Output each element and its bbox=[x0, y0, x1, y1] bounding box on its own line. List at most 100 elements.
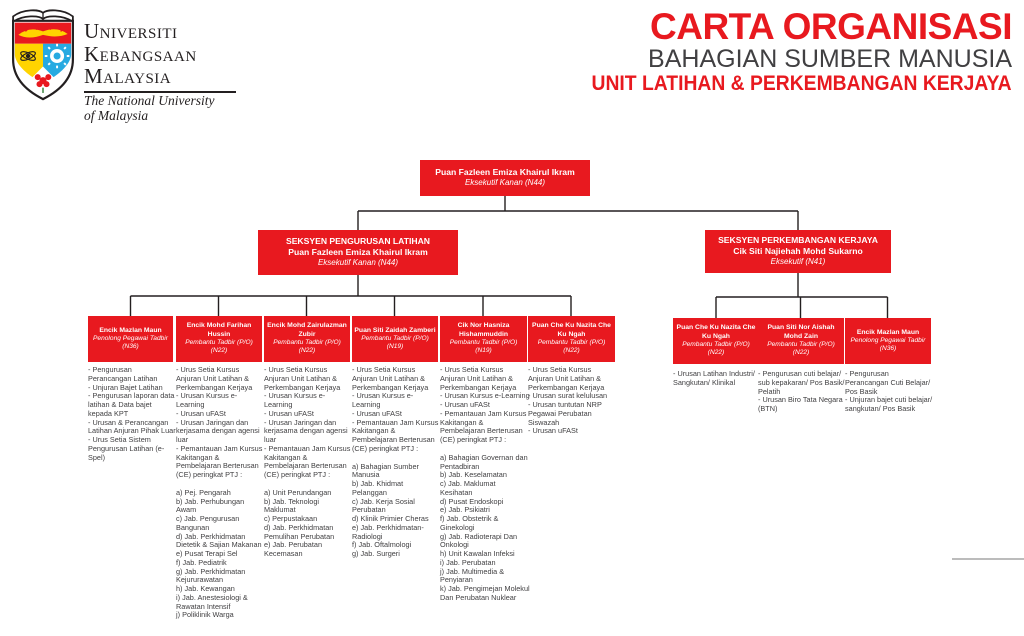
staff-grade: (N22) bbox=[707, 349, 725, 357]
staff-duties: - Urusan Latihan Industri/ Sangkutan/ Kl… bbox=[673, 369, 759, 388]
duty-item: - Pengurusan laporan data latihan & Data… bbox=[88, 391, 175, 418]
staff-name: Encik Mazlan Maun bbox=[99, 326, 162, 334]
staff-name: Encik Mohd Farihan Hussin bbox=[186, 322, 252, 338]
root-box: Puan Fazleen Emiza Khairul Ikram Eksekut… bbox=[420, 160, 590, 196]
duty-item: a) Unit Perundangan bbox=[264, 487, 332, 497]
duty-item: a) Bahagian Sumber Manusia bbox=[352, 461, 419, 480]
duty-item: e) Jab. Psikiatri bbox=[440, 505, 490, 515]
duty-item: - Pengurusan Perancangan Latihan bbox=[88, 365, 158, 383]
duty-item: i) Jab. Anestesiologi & Rawatan Intensif bbox=[176, 592, 248, 611]
root-role: Eksekutif Kanan (N44) bbox=[464, 178, 546, 188]
duty-item: i) Jab. Perubatan bbox=[440, 557, 496, 567]
staff-box-siti-zaidah: Puan Siti Zaidah Zamberi Pembantu Tadbir… bbox=[352, 316, 438, 362]
section-title: SEKSYEN PERKEMBANGAN KERJAYA bbox=[718, 235, 878, 246]
duty-item: b) Jab. Keselamatan bbox=[440, 470, 507, 480]
duty-item: - Urusan uFASt bbox=[264, 408, 314, 418]
duty-item: f) Jab. Oftalmologi bbox=[352, 540, 412, 550]
duty-item: c) Jab. Pengurusan Bangunan bbox=[176, 514, 240, 532]
staff-duties: - Urus Setia Kursus Anjuran Unit Latihan… bbox=[264, 365, 352, 559]
duty-item: c) Jab. Maklumat Kesihatan bbox=[440, 479, 496, 497]
staff-duties: - Pengurusan Perancangan Latihan- Unjura… bbox=[88, 365, 176, 462]
duty-item: k) Jab. Pengimejan Molekul Dan Perubatan… bbox=[440, 584, 530, 602]
duty-item: b) Jab. Perhubungan Awam bbox=[176, 496, 245, 515]
duty-item: a) Bahagian Governan dan Pentadbiran bbox=[440, 452, 528, 471]
page-title-block: CARTA ORGANISASI BAHAGIAN SUMBER MANUSIA… bbox=[555, 8, 1013, 95]
page-subtitle: BAHAGIAN SUMBER MANUSIA bbox=[648, 45, 1012, 73]
university-name-line: Kebangsaan bbox=[84, 41, 197, 66]
staff-grade: (N36) bbox=[122, 343, 139, 351]
duty-item: - Urusan uFASt bbox=[528, 426, 578, 436]
duty-item: - Urusan Kursus e-Learning bbox=[176, 391, 238, 409]
staff-role: Pembantu Tadbir (P/O) bbox=[361, 335, 429, 342]
duty-item: d) Jab. Perkhidmatan Pemulihan Perubatan bbox=[264, 522, 335, 541]
staff-grade: (N22) bbox=[298, 347, 316, 355]
duty-item: j) Poliklinik Warga bbox=[176, 610, 234, 620]
staff-duties: - Urus Setia Kursus Anjuran Unit Latihan… bbox=[528, 365, 618, 436]
duty-item: d) Jab. Perkhidmatan Dietetik & Sajian M… bbox=[176, 531, 262, 550]
staff-name: Puan Siti Nor Aishah Mohd Zain bbox=[767, 324, 835, 340]
staff-grade: (N36) bbox=[879, 345, 897, 353]
section-head-name: Puan Fazleen Emiza Khairul Ikram bbox=[288, 247, 428, 258]
duty-item: - Pemantauan Jam Kursus Kakitangan & Pem… bbox=[264, 443, 351, 479]
duty-item: - Urusan Kursus e-Learning bbox=[440, 391, 530, 401]
duty-item: - Urus Setia Kursus Anjuran Unit Latihan… bbox=[352, 365, 429, 392]
duty-item: - Pengurusan cuti belajar/ sub kepakaran… bbox=[758, 369, 845, 396]
university-name-line: Universiti bbox=[84, 19, 178, 43]
duty-item: g) Jab. Radioterapi Dan Onkologi bbox=[440, 531, 518, 550]
duty-item: - Urusan uFASt bbox=[176, 408, 226, 418]
duty-item: - Urus Setia Kursus Anjuran Unit Latihan… bbox=[176, 365, 253, 392]
section-box-perkembangan-kerjaya: SEKSYEN PERKEMBANGAN KERJAYA Cik Siti Na… bbox=[705, 230, 891, 273]
staff-role: Pembantu Tadbir (P/O) bbox=[185, 339, 253, 347]
staff-name: Puan Che Ku Nazita Che Ku Ngah bbox=[532, 322, 611, 338]
duty-item: - Urusan & Perancangan Latihan Anjuran P… bbox=[88, 417, 176, 436]
duty-item: - Urus Setia Sistem Pengurusan Latihan (… bbox=[88, 435, 165, 462]
section-title: SEKSYEN PENGURUSAN LATIHAN bbox=[285, 236, 431, 247]
staff-role: Pembantu Tadbir (P/O) bbox=[449, 339, 518, 347]
duty-item: e) Jab. Perubatan Kecemasan bbox=[264, 540, 323, 558]
duty-item: e) Pusat Terapi Sel bbox=[176, 549, 238, 558]
duty-item: d) Pusat Endoskopi bbox=[440, 496, 504, 506]
staff-name: Puan Siti Zaidah Zamberi bbox=[354, 326, 436, 334]
duty-item: - Urusan Biro Tata Negara (BTN) bbox=[758, 395, 843, 413]
staff-grade: (N19) bbox=[475, 347, 492, 355]
staff-box-cheku-nazita-latihan: Puan Che Ku Nazita Che Ku Ngah Pembantu … bbox=[528, 316, 615, 362]
section-head-role: Eksekutif Kanan (N44) bbox=[317, 258, 399, 268]
staff-box-mazlan-maun: Encik Mazlan Maun Penolong Pegawai Tadbi… bbox=[88, 316, 173, 362]
duty-item: - Urusan surat kelulusan bbox=[528, 391, 608, 401]
staff-grade: (N22) bbox=[210, 347, 228, 355]
duty-item: - Urusan uFASt bbox=[352, 408, 402, 418]
duty-item: f) Jab. Obstetrik & Ginekologi bbox=[440, 514, 499, 532]
duty-item: g) Jab. Surgeri bbox=[352, 549, 400, 558]
duty-item: - Urus Setia Kursus Anjuran Unit Latihan… bbox=[528, 365, 605, 392]
university-wordmark: Universiti Kebangsaan Malaysia The Natio… bbox=[84, 20, 236, 124]
duty-item: g) Jab. Perkhidmatan Kejururawatan bbox=[176, 566, 246, 585]
duty-item: c) Perpustakaan bbox=[264, 514, 318, 523]
duty-item: - Urusan Jaringan dan kerjasama dengan a… bbox=[264, 417, 348, 444]
page-unit-title: UNIT LATIHAN & PERKEMBANGAN KERJAYA bbox=[591, 72, 1012, 96]
duty-item: b) Jab. Khidmat Pelanggan bbox=[352, 479, 404, 497]
duty-list: - Urus Setia Kursus Anjuran Unit Latihan… bbox=[352, 365, 440, 454]
staff-grade: (N22) bbox=[563, 347, 580, 355]
duty-item: - Urusan Kursus e-Learning bbox=[352, 391, 414, 409]
section-head-name: Cik Siti Najiehah Mohd Sukarno bbox=[733, 246, 863, 257]
staff-duties: - Urus Setia Kursus Anjuran Unit Latihan… bbox=[440, 365, 530, 603]
staff-name: Encik Mazlan Maun bbox=[856, 328, 920, 336]
duty-item: f) Jab. Pediatrik bbox=[176, 557, 227, 567]
page-unit-title-wrap: UNIT LATIHAN & PERKEMBANGAN KERJAYA bbox=[555, 72, 1012, 95]
duty-item: - Pengurusan Perancangan Cuti Belajar/ P… bbox=[845, 369, 931, 396]
duty-item: - Pemantauan Jam Kursus Kakitangan & Pem… bbox=[176, 443, 263, 479]
tagline-line: The National University bbox=[84, 93, 215, 109]
staff-role: Pembantu Tadbir (P/O) bbox=[537, 339, 606, 347]
duty-item: c) Jab. Kerja Sosial Perubatan bbox=[352, 496, 415, 515]
staff-box-cheku-nazita-kerjaya: Puan Che Ku Nazita Che Ku Ngah Pembantu … bbox=[673, 318, 759, 364]
staff-box-nor-hasniza: Cik Nor Hasniza Hishammuddin Pembantu Ta… bbox=[440, 316, 527, 362]
staff-grade: (N22) bbox=[792, 349, 810, 357]
duty-item: - Urus Setia Kursus Anjuran Unit Latihan… bbox=[440, 365, 517, 392]
duty-item: - Urusan Kursus e-Learning bbox=[264, 391, 326, 409]
university-tagline: The National University of Malaysia bbox=[84, 91, 236, 124]
root-name: Puan Fazleen Emiza Khairul Ikram bbox=[435, 167, 575, 178]
